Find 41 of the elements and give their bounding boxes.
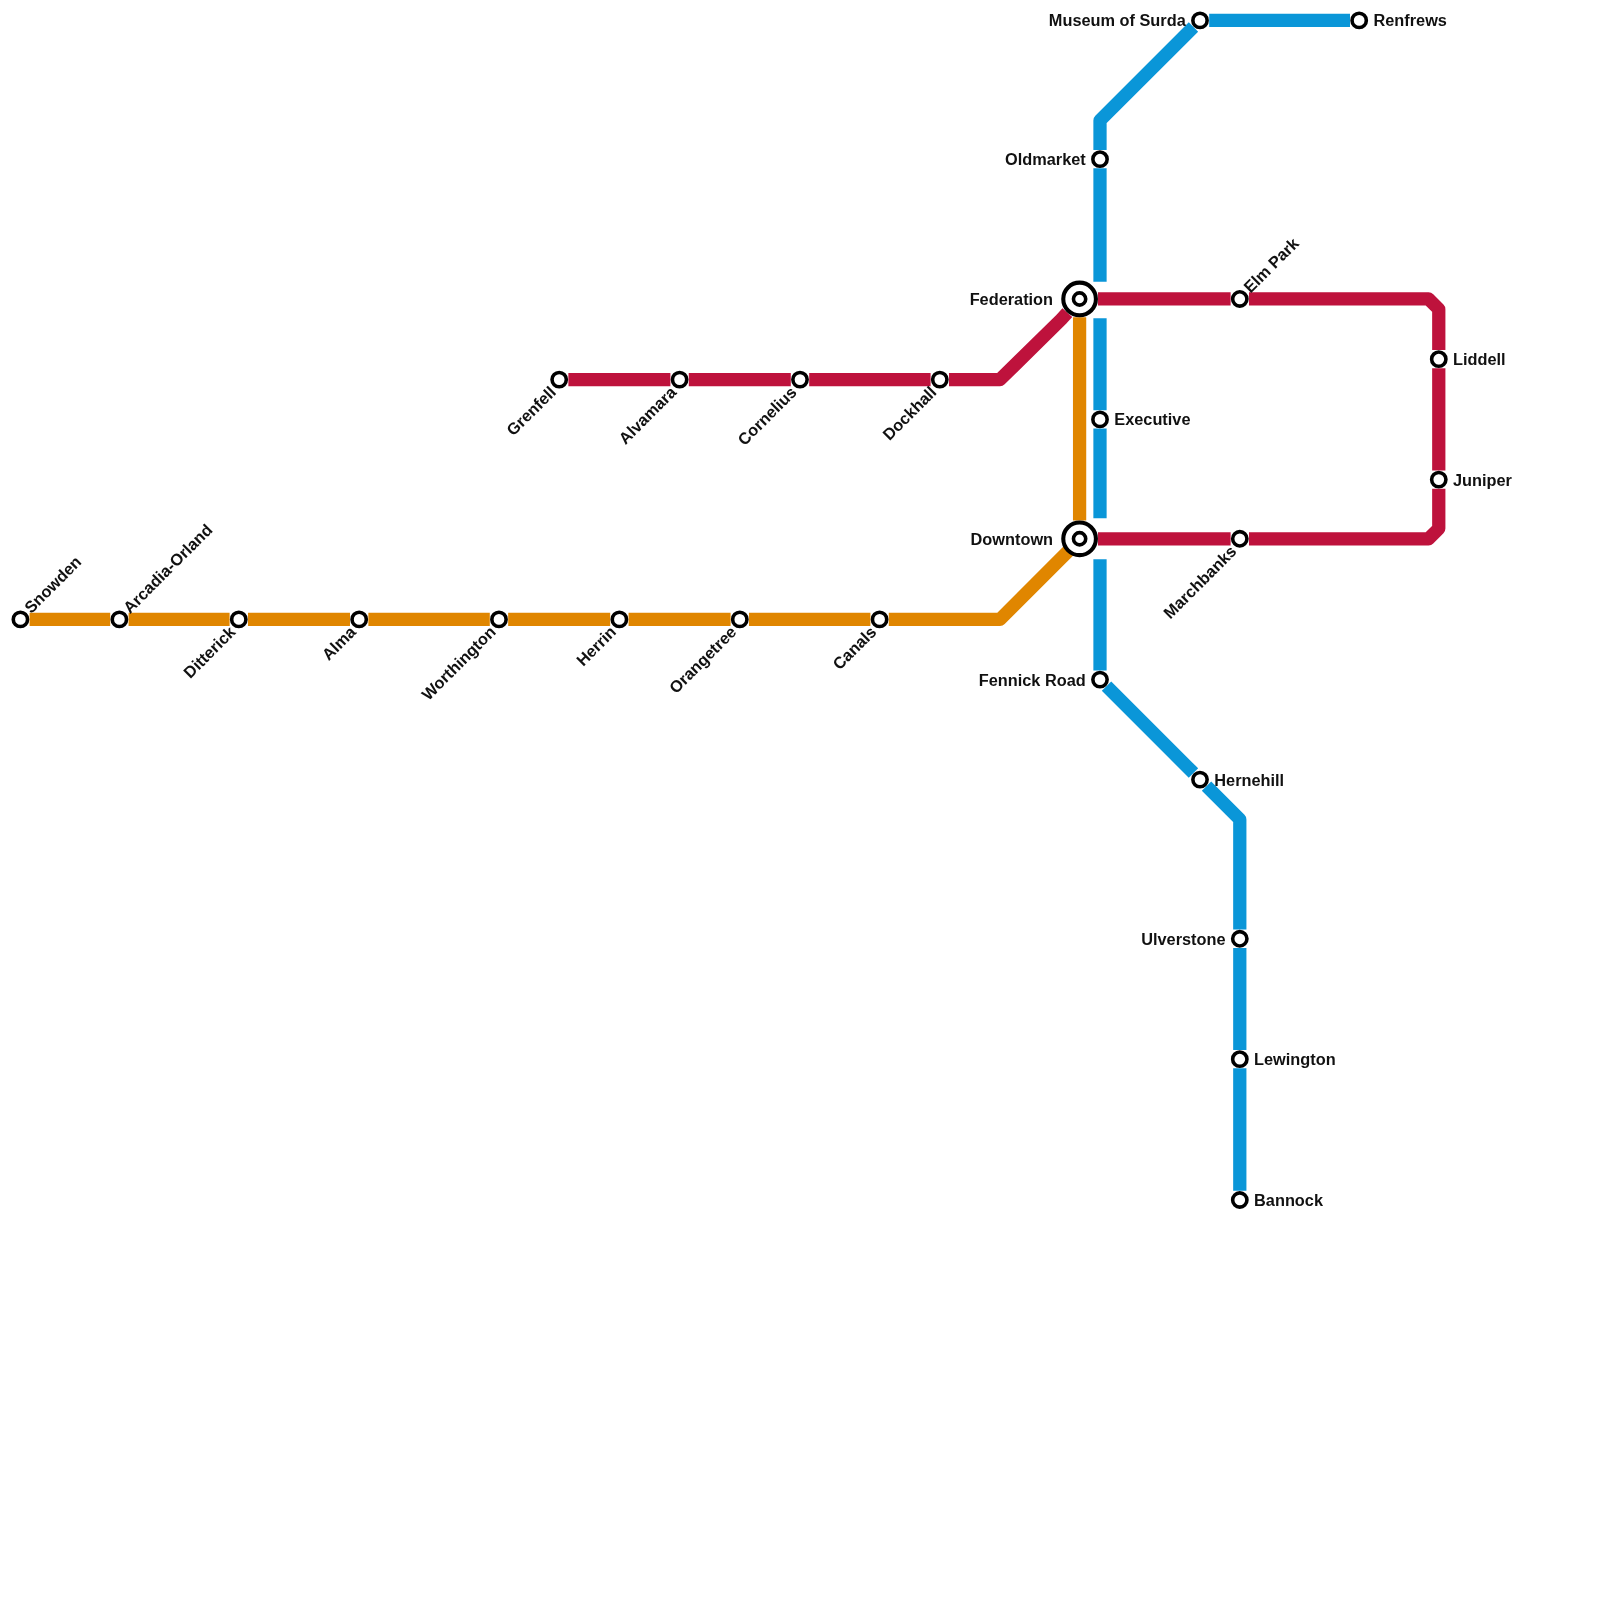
station-label: Ulverstone xyxy=(1141,929,1226,948)
line-segment xyxy=(688,372,791,387)
line-segment xyxy=(1097,532,1231,546)
line-segment xyxy=(1093,22,1199,150)
station-label: Federation xyxy=(969,290,1054,308)
line-segment xyxy=(1432,368,1446,471)
line-segment xyxy=(1233,1068,1247,1191)
station-label: Oldmarket xyxy=(1005,150,1086,169)
line-segment xyxy=(128,612,230,627)
station-label: Bannock xyxy=(1254,1191,1323,1209)
line-segment xyxy=(508,612,611,627)
line-segment xyxy=(1101,681,1199,778)
line-segment xyxy=(1249,488,1446,546)
line-segment xyxy=(1093,428,1107,519)
line-segment xyxy=(368,612,490,627)
line-segment xyxy=(949,308,1073,387)
line-segment xyxy=(809,372,931,387)
line-segment xyxy=(1233,947,1247,1050)
line-segment xyxy=(247,612,350,627)
station-label: Liddell xyxy=(1453,350,1506,369)
station-label: Hernehill xyxy=(1214,770,1285,789)
line-segment xyxy=(29,612,111,627)
line-segment xyxy=(1093,318,1107,411)
line-segment xyxy=(1201,781,1247,930)
line-segment xyxy=(1072,317,1087,521)
line-segment xyxy=(1097,292,1231,306)
station-label: Lewington xyxy=(1254,1050,1336,1069)
line-segment xyxy=(1209,13,1350,28)
line-segment xyxy=(628,612,731,627)
station-label: Juniper xyxy=(1453,470,1512,489)
station-label: Museum of Surda xyxy=(1048,11,1186,30)
station-label: Fennick Road xyxy=(978,670,1086,689)
station-label: Renfrews xyxy=(1373,11,1447,30)
line-segment xyxy=(1093,559,1107,671)
line-segment xyxy=(749,612,871,627)
station-label: Downtown xyxy=(970,529,1054,548)
line-segment xyxy=(568,372,671,387)
line-segment xyxy=(1249,292,1446,350)
station-label: Executive xyxy=(1114,410,1191,429)
line-segment xyxy=(888,545,1074,627)
line-segment xyxy=(1093,168,1107,282)
